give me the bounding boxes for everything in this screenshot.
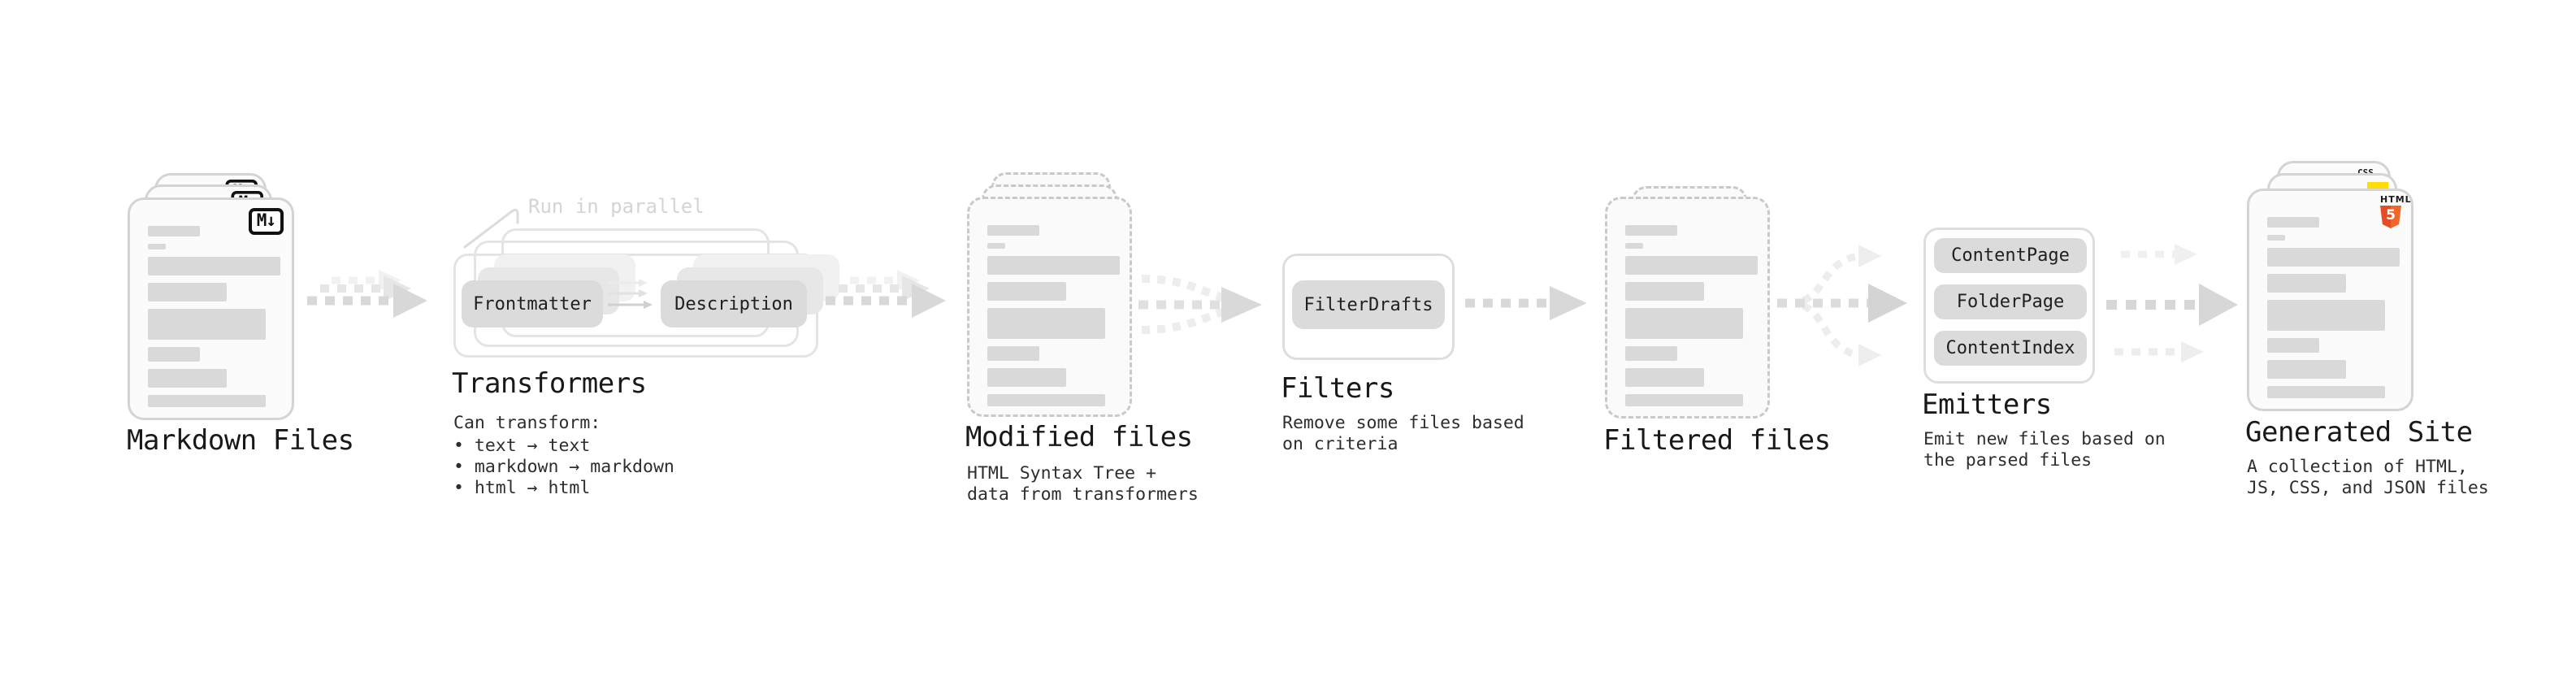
document-placeholder-lines (148, 226, 280, 407)
transformer-pill-description: Description (661, 280, 807, 327)
placeholder-bar (987, 308, 1105, 339)
transformers-bullet-3: • html → html (453, 478, 591, 498)
site-file-card-html: HTML 5 (2247, 189, 2413, 411)
transformer-pill-frontmatter: Frontmatter (462, 280, 603, 327)
emitter-pill-contentindex: ContentIndex (1934, 331, 2087, 366)
placeholder-bar (148, 347, 200, 362)
placeholder-bar (987, 394, 1105, 406)
placeholder-bar (148, 283, 227, 301)
stage-title-generated-site: Generated Site (2245, 416, 2473, 449)
placeholder-bar (2267, 274, 2346, 293)
placeholder-bar (1625, 346, 1677, 361)
html5-icon-shield: 5 (2380, 206, 2401, 228)
placeholder-bar (2267, 300, 2385, 331)
emitters-caption-1: Emit new files based on (1923, 429, 2166, 449)
placeholder-bar (987, 225, 1039, 236)
markdown-icon: M↓ (248, 208, 284, 235)
stage-title-modified-files: Modified files (965, 421, 1193, 453)
placeholder-bar (2267, 360, 2346, 379)
flow-arrow-modified-to-filters (1138, 275, 1262, 334)
placeholder-bar (2267, 338, 2319, 353)
placeholder-bar (2267, 248, 2400, 267)
document-placeholder-lines (987, 225, 1120, 406)
placeholder-bar (987, 243, 1005, 249)
placeholder-bar (148, 369, 227, 388)
modified-files-card-front (967, 197, 1132, 417)
stage-title-filters: Filters (1281, 372, 1394, 405)
placeholder-bar (148, 395, 266, 407)
filters-caption-1: Remove some files based (1282, 413, 1524, 433)
placeholder-bar (2267, 217, 2319, 228)
placeholder-bar (1625, 308, 1743, 339)
stage-title-emitters: Emitters (1922, 388, 2052, 421)
placeholder-bar (148, 244, 166, 249)
html5-icon: HTML 5 (2380, 194, 2412, 228)
filtered-files-card-front (1605, 197, 1770, 419)
placeholder-bar (987, 346, 1039, 361)
placeholder-bar (987, 368, 1066, 387)
transformers-bullet-2: • markdown → markdown (453, 457, 674, 477)
transformers-caption-heading: Can transform: (453, 413, 601, 433)
emitter-pill-contentpage: ContentPage (1934, 238, 2087, 273)
transformers-bullet-1: • text → text (453, 436, 591, 456)
placeholder-bar (1625, 243, 1643, 249)
placeholder-bar (148, 226, 200, 236)
generated-site-caption-2: JS, CSS, and JSON files (2247, 478, 2489, 498)
run-in-parallel-label: Run in parallel (528, 195, 705, 218)
placeholder-bar (1625, 368, 1704, 387)
stage-title-markdown-files: Markdown Files (127, 424, 354, 457)
placeholder-bar (148, 257, 280, 275)
placeholder-bar (1625, 282, 1704, 301)
flow-arrow-emitters-to-site (2106, 244, 2238, 362)
emitters-caption-2: the parsed files (1923, 450, 2092, 471)
css-icon-label: CSS (2351, 168, 2380, 177)
document-placeholder-lines (1625, 225, 1758, 406)
placeholder-bar (987, 256, 1120, 275)
html5-icon-label: HTML (2380, 194, 2412, 205)
modified-files-caption-2: data from transformers (967, 484, 1199, 505)
modified-files-caption-1: HTML Syntax Tree + (967, 463, 1156, 484)
placeholder-bar (1625, 394, 1743, 406)
flow-arrow-filtered-to-emitters (1777, 245, 1907, 367)
emitter-pill-folderpage: FolderPage (1934, 284, 2087, 319)
placeholder-bar (1625, 225, 1677, 236)
run-in-parallel-callout-line (463, 208, 519, 249)
placeholder-bar (2267, 235, 2285, 241)
placeholder-bar (2267, 386, 2385, 398)
parallel-mini-arrows (608, 279, 653, 309)
document-placeholder-lines (2267, 217, 2400, 398)
stage-title-transformers: Transformers (452, 367, 647, 400)
placeholder-bar (1625, 256, 1758, 275)
filter-pill-filterdrafts: FilterDrafts (1292, 280, 1445, 329)
flow-arrow-transformers-to-modified (826, 270, 946, 318)
placeholder-bar (148, 309, 266, 340)
filters-caption-2: on criteria (1282, 434, 1399, 454)
html5-icon-number: 5 (2386, 207, 2396, 223)
generated-site-caption-1: A collection of HTML, (2247, 457, 2468, 477)
flow-arrow-filters-to-filtered (1465, 286, 1587, 320)
placeholder-bar (987, 282, 1066, 301)
flow-arrow-markdown-to-transformers (307, 270, 427, 318)
stage-title-filtered-files: Filtered files (1603, 424, 1831, 457)
markdown-file-card-front: M↓ (128, 197, 294, 420)
